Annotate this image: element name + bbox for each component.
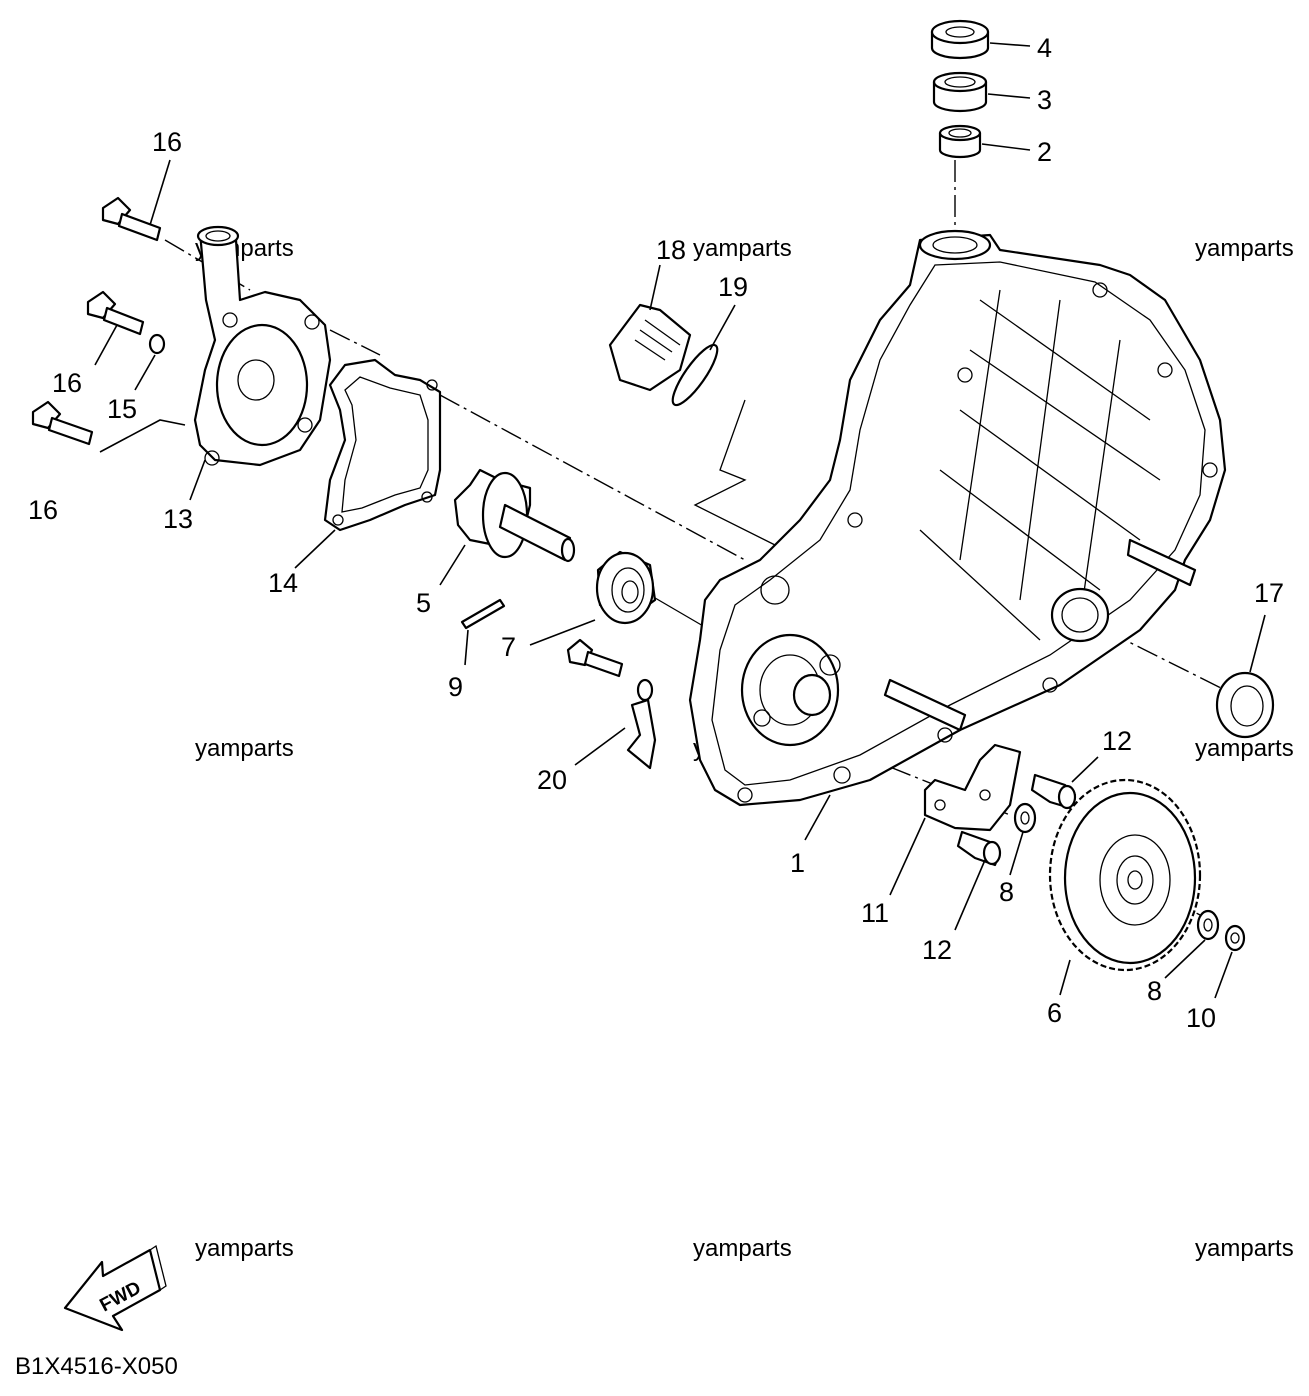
- crankcase-cover-1: [688, 229, 1227, 807]
- callout-16: 16: [52, 368, 82, 398]
- callout-15: 15: [107, 394, 137, 424]
- callout-16: 16: [152, 127, 182, 157]
- gasket-14: [323, 358, 442, 532]
- callout-9: 9: [448, 672, 463, 702]
- leader-lines: [94, 42, 1266, 999]
- water-pump-housing-13: [193, 225, 332, 467]
- oil-seal-17: [1215, 671, 1275, 739]
- callout-12: 12: [922, 935, 952, 965]
- bolt-12a: [1030, 773, 1077, 810]
- bearing-3: [932, 71, 988, 113]
- watermark: yamparts: [693, 1235, 792, 1262]
- callout-8: 8: [999, 877, 1014, 907]
- impeller-shaft-5: [453, 468, 576, 563]
- callout-20: 20: [537, 765, 567, 795]
- watermark: yamparts: [1195, 1235, 1294, 1262]
- watermark: yamparts: [195, 1235, 294, 1262]
- nut-10: [1224, 924, 1246, 952]
- callout-4: 4: [1037, 33, 1052, 63]
- callouts: 4 3 2 16 18 19 16 15 16 13 14 5 17 7 9 2…: [28, 33, 1284, 1033]
- callout-6: 6: [1047, 998, 1062, 1028]
- washer-15: [148, 333, 166, 355]
- pin-9: [460, 598, 506, 630]
- bearing-2: [938, 124, 982, 159]
- fwd-arrow-icon: FWD: [63, 1244, 167, 1332]
- callout-13: 13: [163, 504, 193, 534]
- callout-17: 17: [1254, 578, 1284, 608]
- gear-6: [1048, 778, 1202, 972]
- diagram-code: B1X4516-X050: [15, 1353, 178, 1380]
- bolt-20: [566, 638, 657, 770]
- callout-16: 16: [28, 495, 58, 525]
- bolt-16c: [31, 400, 94, 446]
- bolt-16a: [101, 196, 162, 242]
- watermark: yamparts: [1195, 235, 1294, 262]
- bolt-16b: [86, 290, 145, 336]
- callout-11: 11: [861, 898, 889, 928]
- o-ring-19: [671, 343, 719, 407]
- plate-11: [923, 743, 1022, 832]
- callout-14: 14: [268, 568, 298, 598]
- watermark: yamparts: [1195, 735, 1294, 762]
- callout-12: 12: [1102, 726, 1132, 756]
- watermark: yamparts: [195, 735, 294, 762]
- callout-7: 7: [501, 632, 516, 662]
- bearing-7: [595, 550, 657, 625]
- washer-8b: [1196, 909, 1220, 941]
- callout-3: 3: [1037, 85, 1052, 115]
- cap-18: [608, 303, 692, 392]
- callout-10: 10: [1186, 1003, 1216, 1033]
- seal-4: [930, 19, 990, 60]
- washer-8a: [1013, 802, 1037, 834]
- callout-2: 2: [1037, 137, 1052, 167]
- callout-18: 18: [656, 235, 686, 265]
- watermark: yamparts: [693, 235, 792, 262]
- bolt-12b: [956, 830, 1002, 867]
- callout-19: 19: [718, 272, 748, 302]
- callout-5: 5: [416, 588, 431, 618]
- callout-1: 1: [790, 848, 805, 878]
- callout-8: 8: [1147, 976, 1162, 1006]
